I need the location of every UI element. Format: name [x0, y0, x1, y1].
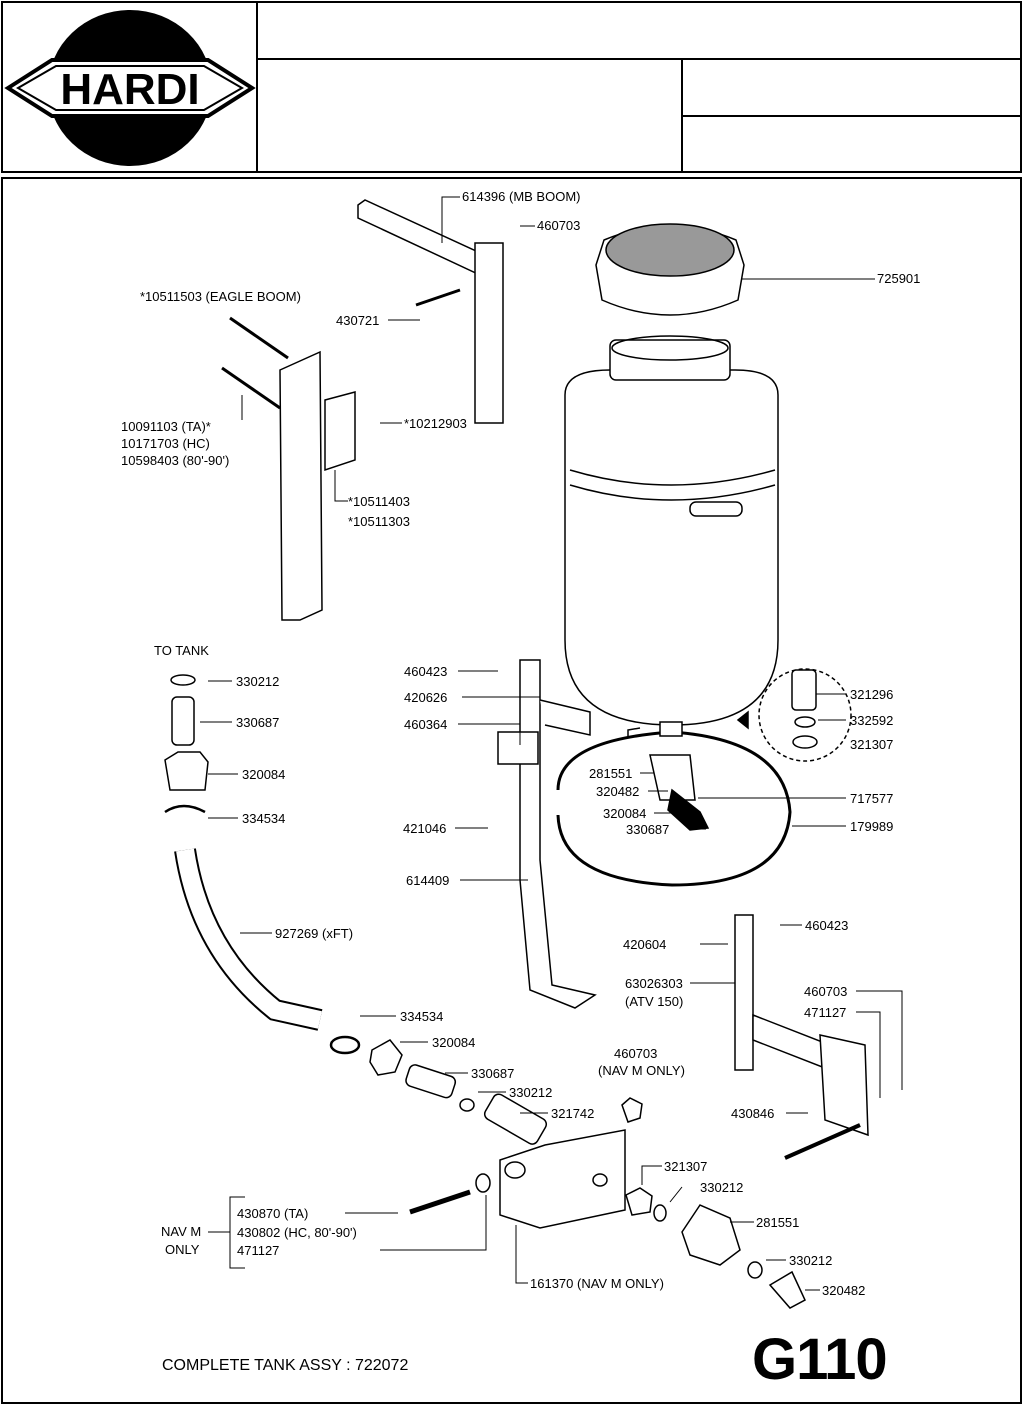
label-bolt-420626: 420626	[404, 690, 448, 705]
label-nut-321307-a: 321307	[850, 737, 894, 752]
label-nut-460423-b: 460423	[805, 918, 849, 933]
label-bolt-430870: 430870 (TA)	[237, 1206, 309, 1221]
bracket-63026303	[734, 914, 869, 1160]
label-nut-460703-b: 460703	[804, 984, 848, 999]
label-elbow-320482-b: 320482	[822, 1283, 866, 1298]
label-clip-334534-a: 334534	[242, 811, 286, 826]
label-oring-330212-a: 330212	[236, 674, 280, 689]
label-nut-460703-top: 460703	[537, 218, 581, 233]
label-nut-320084-c: 320084	[603, 806, 647, 821]
label-nut-460423-a: 460423	[404, 664, 448, 679]
label-valve-281551-a: 281551	[589, 766, 633, 781]
sheet-code: G110	[752, 1327, 888, 1392]
label-valve-717577: 717577	[850, 791, 894, 806]
label-nut-460703-nav: 460703	[614, 1046, 658, 1061]
label-washer-471127-b: 471127	[237, 1243, 280, 1258]
label-bolt-430721: 430721	[336, 313, 380, 328]
label-nipple-330687-b: 330687	[471, 1066, 515, 1081]
header-info-cell-bottom	[681, 115, 1022, 173]
label-plate-161370: 161370 (NAV M ONLY)	[530, 1276, 664, 1291]
tank-strap	[556, 727, 792, 887]
logo-text: HARDI	[60, 65, 199, 114]
label-strainer-321296: 321296	[850, 687, 894, 702]
tank	[564, 335, 779, 726]
label-bolt-hc: 10171703 (HC)	[121, 436, 210, 451]
label-fitting-321742: 321742	[551, 1106, 595, 1121]
label-clip-334534-b: 334534	[400, 1009, 444, 1024]
tank-cap	[595, 223, 745, 316]
label-plate-10511403: *10511403	[348, 494, 410, 509]
label-eagle-boom: *10511503 (EAGLE BOOM)	[140, 289, 301, 304]
label-atv: (ATV 150)	[625, 994, 684, 1009]
label-bracket-460364: 460364	[404, 717, 448, 732]
nav-m-plate	[499, 1129, 626, 1229]
strainer-detail	[736, 668, 852, 762]
label-bolt-ta: 10091103 (TA)*	[121, 419, 211, 434]
eagle-boom-plate	[279, 350, 356, 621]
label-to-tank: TO TANK	[154, 643, 209, 658]
label-bolt-80: 10598403 (80'-90')	[121, 453, 230, 468]
drawing-frame	[1, 177, 1022, 1404]
label-oring-330212-d: 330212	[789, 1253, 833, 1268]
label-elbow-320482-a: 320482	[596, 784, 640, 799]
label-hose: 927269 (xFT)	[275, 926, 354, 941]
label-nipple-330687-a: 330687	[236, 715, 280, 730]
label-bracket-63026303: 63026303	[625, 976, 683, 991]
label-bolt-420604: 420604	[623, 937, 667, 952]
label-bolt-430846: 430846	[731, 1106, 775, 1121]
label-valve-281551-b: 281551	[756, 1215, 800, 1230]
label-oring-330212-b: 330212	[509, 1085, 553, 1100]
label-oring-330212-c: 330212	[700, 1180, 744, 1195]
label-cap: 725901	[877, 271, 921, 286]
label-nut-10212903: *10212903	[404, 416, 467, 431]
label-nav-only: (NAV M ONLY)	[598, 1063, 685, 1078]
label-bolt-421046: 421046	[403, 821, 447, 836]
label-strap-179989: 179989	[850, 819, 894, 834]
label-mb-boom: 614396 (MB BOOM)	[462, 189, 581, 204]
label-washer-471127-a: 471127	[804, 1005, 847, 1020]
label-bolt-430802: 430802 (HC, 80'-90')	[237, 1225, 357, 1240]
label-nut-321307-b: 321307	[664, 1159, 708, 1174]
label-nav-m: NAV M	[161, 1224, 202, 1239]
label-oring-332592: 332592	[850, 713, 894, 728]
bracket-614409	[497, 659, 597, 1009]
label-plate-10511303: *10511303	[348, 514, 410, 529]
label-bracket-614409: 614409	[406, 873, 450, 888]
label-nut-320084-b: 320084	[432, 1035, 476, 1050]
hardi-logo: HARDI	[4, 10, 256, 166]
mb-boom-bracket	[357, 199, 504, 424]
label-only: ONLY	[165, 1242, 200, 1257]
label-nipple-330687-c: 330687	[626, 822, 670, 837]
valve-assembly	[649, 721, 710, 831]
label-nut-320084-a: 320084	[242, 767, 286, 782]
leader-lines	[200, 196, 903, 1291]
assembly-number: COMPLETE TANK ASSY : 722072	[162, 1357, 409, 1374]
